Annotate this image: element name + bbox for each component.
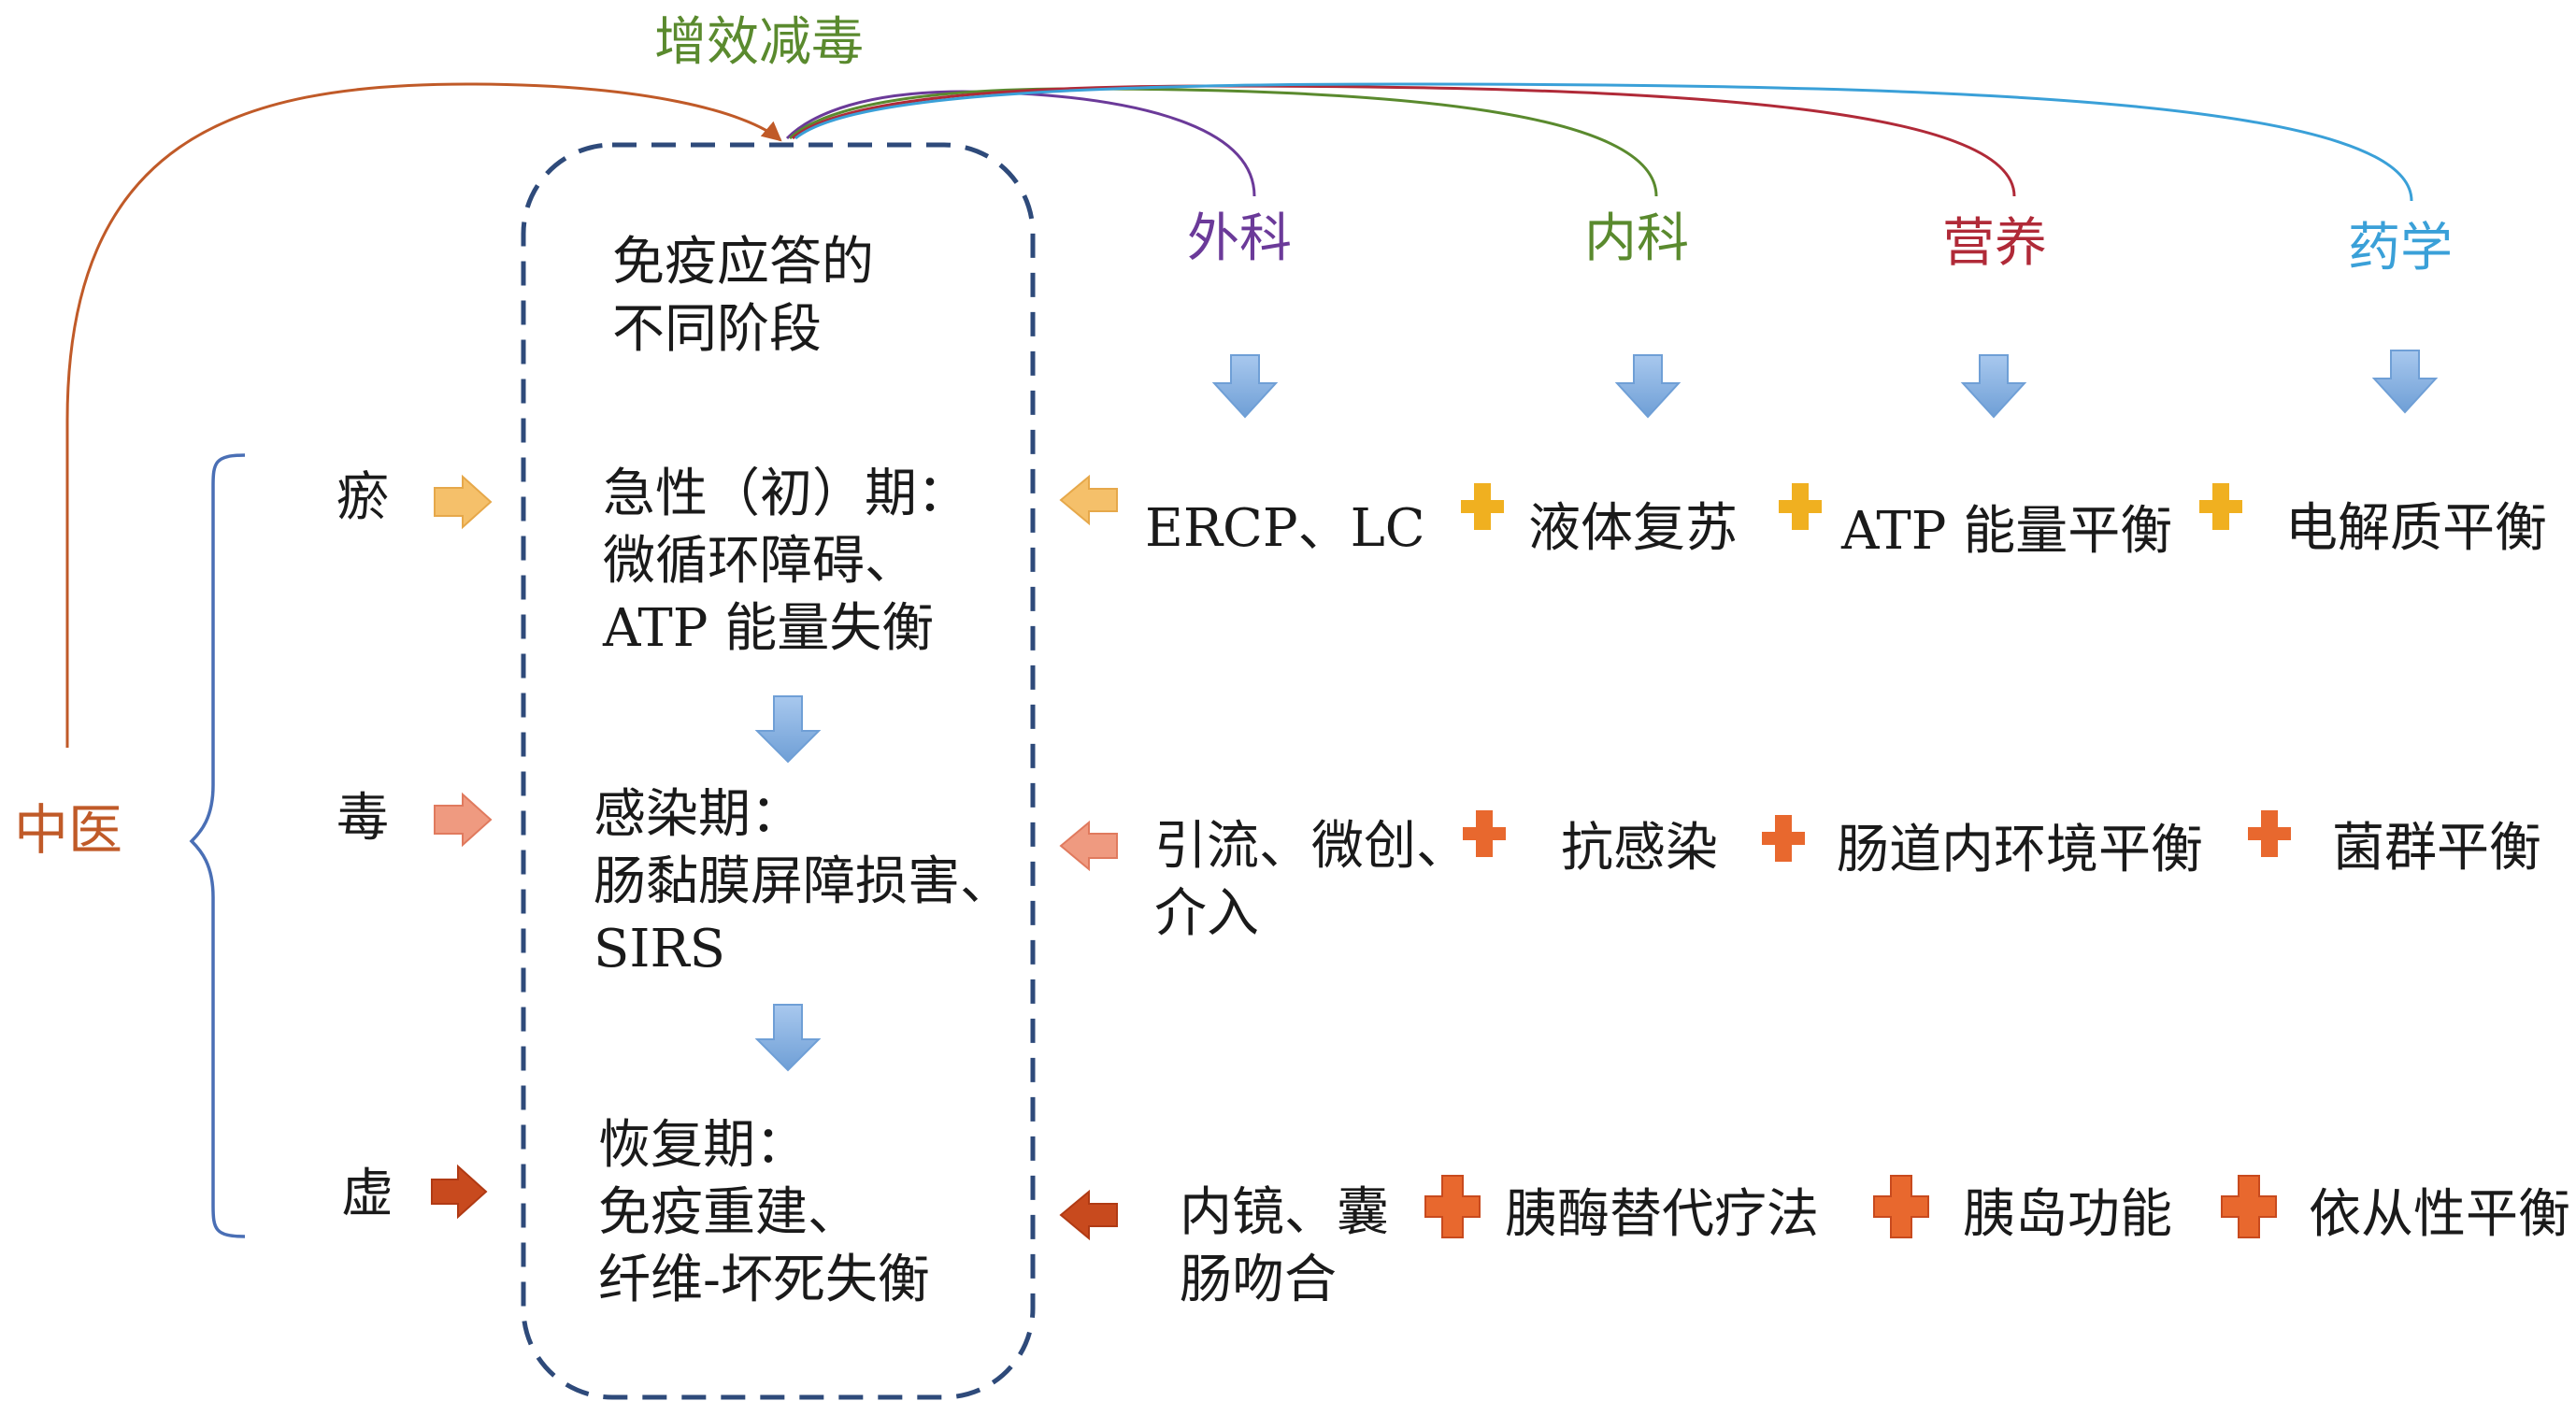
- dept-internal-medicine: 内科: [1584, 208, 1689, 269]
- plus-icon: [1461, 483, 1504, 530]
- immune-box-title: 免疫应答的 不同阶段: [612, 229, 874, 364]
- row3-item-islet-function: 胰岛功能: [1963, 1184, 2172, 1245]
- stage-infection: 感染期： 肠黏膜屏障损害、 SIRS: [594, 781, 1012, 983]
- row2-item-anti-infection: 抗感染: [1561, 818, 1718, 879]
- row3-item-endoscopy: 内镜、囊 肠吻合: [1180, 1179, 1389, 1314]
- dept-surgery: 外科: [1187, 208, 1292, 269]
- stage-recovery-line2: 免疫重建、: [598, 1182, 860, 1243]
- row2-left-arrow: [1059, 820, 1118, 872]
- row1-item-fluid-resuscitation: 液体复苏: [1528, 498, 1738, 559]
- row1-item-electrolyte-balance: 电解质平衡: [2285, 498, 2547, 559]
- row2-item-drainage-line1: 引流、微创、: [1154, 816, 1468, 877]
- stage-down-arrow-2: [754, 1004, 822, 1072]
- stage-recovery-title: 恢复期：: [598, 1115, 808, 1176]
- plus-icon: [1463, 810, 1506, 857]
- stage-infection-line2: 肠黏膜屏障损害、: [594, 851, 1012, 912]
- stage-acute-line2: 微循环障碍、: [603, 531, 917, 592]
- xu-arrow: [431, 1164, 488, 1220]
- stage-infection-title: 感染期：: [594, 784, 803, 845]
- tcm-sign-xu: 虚: [341, 1164, 394, 1224]
- plus-icon: [1424, 1175, 1481, 1238]
- row2-item-drainage: 引流、微创、 介入: [1154, 813, 1468, 948]
- stage-infection-line3: SIRS: [594, 919, 726, 979]
- nutrition-down-arrow: [1960, 354, 2027, 419]
- stage-recovery: 恢复期： 免疫重建、 纤维-坏死失衡: [598, 1112, 930, 1314]
- plus-icon: [2221, 1175, 2277, 1238]
- tcm-brace: [189, 453, 246, 1238]
- surgery-down-arrow: [1211, 354, 1279, 419]
- synergy-label: 增效减毒: [654, 12, 864, 73]
- immune-box-title-line2: 不同阶段: [612, 299, 822, 360]
- row1-item-atp-balance: ATP 能量平衡: [1841, 501, 2173, 562]
- row2-item-drainage-line2: 介入: [1154, 883, 1259, 944]
- row3-item-endoscopy-line1: 内镜、囊: [1180, 1182, 1389, 1243]
- pharmacy-down-arrow: [2371, 350, 2439, 414]
- plus-icon: [2248, 810, 2291, 857]
- internal-medicine-connector-curve: [788, 87, 1658, 197]
- plus-icon: [1873, 1175, 1929, 1238]
- internal-medicine-down-arrow: [1614, 354, 1682, 419]
- plus-icon: [1762, 815, 1805, 862]
- du-arrow: [434, 792, 493, 848]
- stage-acute-title: 急性（初）期：: [603, 464, 969, 524]
- stage-acute-line3: ATP 能量失衡: [603, 598, 935, 659]
- row2-item-flora-balance: 菌群平衡: [2332, 818, 2541, 879]
- row1-left-arrow: [1059, 474, 1118, 526]
- row3-left-arrow: [1059, 1189, 1118, 1241]
- plus-icon: [2199, 483, 2242, 530]
- yu-arrow: [434, 474, 493, 530]
- row3-item-enzyme-therapy: 胰酶替代疗法: [1505, 1184, 1819, 1245]
- tcm-sign-yu: 瘀: [336, 467, 389, 528]
- stage-down-arrow-1: [754, 695, 822, 764]
- immune-stage-box: [521, 142, 1036, 1400]
- dept-pharmacy: 药学: [2348, 218, 2453, 279]
- immune-box-title-line1: 免疫应答的: [612, 232, 874, 293]
- row1-item-ercp-lc: ERCP、LC: [1145, 498, 1425, 559]
- plus-icon: [1779, 483, 1822, 530]
- tcm-sign-du: 毒: [336, 788, 389, 849]
- tcm-connector-curve: [65, 82, 782, 748]
- pharmacy-connector-curve: [794, 82, 2413, 202]
- stage-recovery-line3: 纤维-坏死失衡: [598, 1250, 930, 1310]
- row3-item-compliance-balance: 依从性平衡: [2309, 1184, 2570, 1245]
- row2-item-gut-balance: 肠道内环境平衡: [1837, 820, 2203, 880]
- nutrition-connector-curve: [792, 84, 2016, 197]
- row3-item-endoscopy-line2: 肠吻合: [1180, 1250, 1337, 1310]
- stage-acute: 急性（初）期： 微循环障碍、 ATP 能量失衡: [603, 461, 969, 663]
- tcm-label: 中医: [14, 798, 123, 862]
- dept-nutrition: 营养: [1942, 213, 2047, 274]
